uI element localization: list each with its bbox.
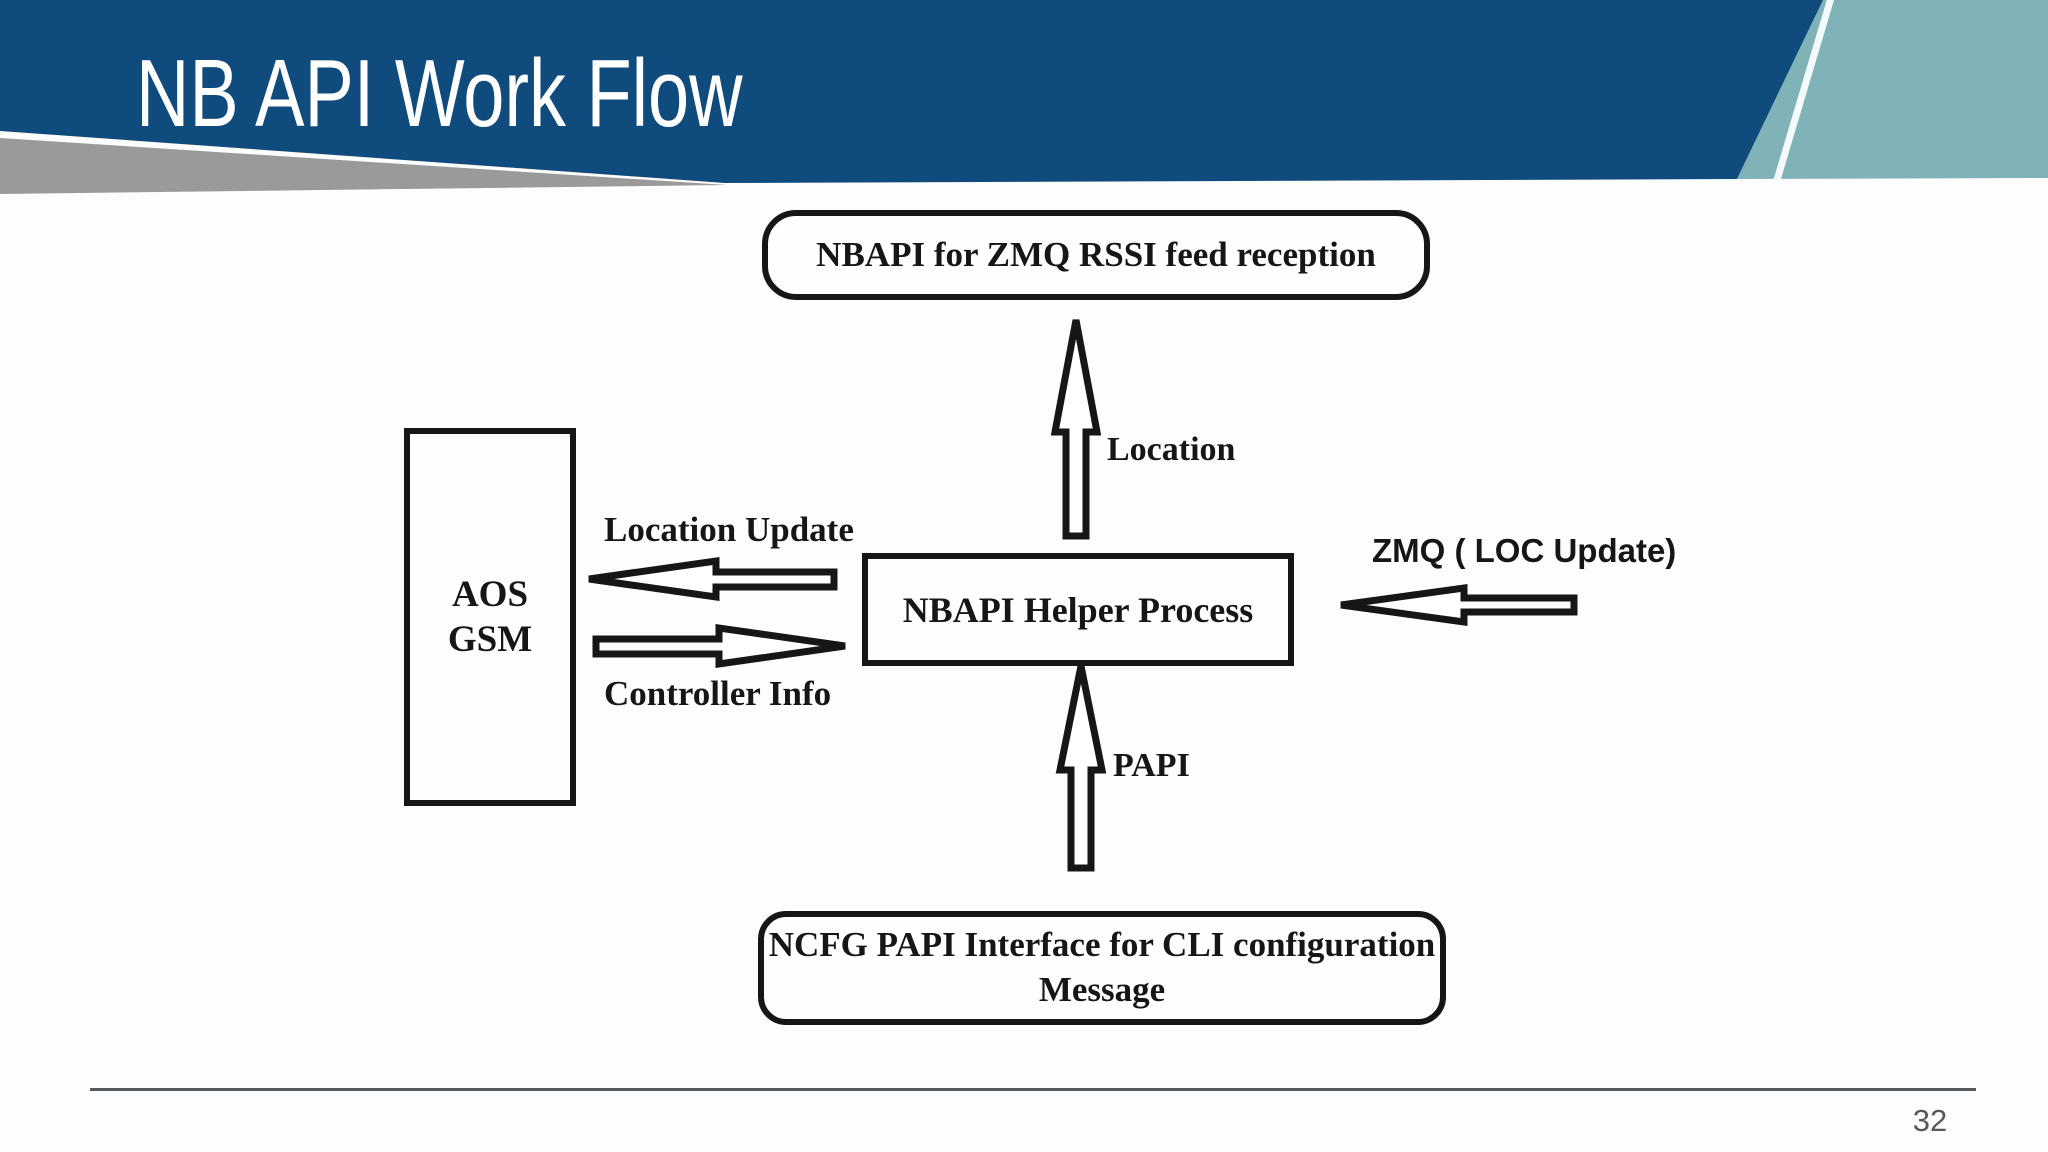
arrow-left-location-update-icon — [588, 556, 838, 602]
node-aos-gsm: AOS GSM — [404, 428, 576, 806]
footer-divider — [90, 1088, 1976, 1091]
header-blue-band — [0, 0, 1823, 183]
node-aos-gsm-line2: GSM — [447, 619, 533, 660]
node-aos-gsm-line1: AOS — [451, 573, 529, 615]
arrow-left-zmq-icon — [1340, 583, 1578, 627]
edge-label-location-update: Location Update — [604, 510, 854, 549]
node-zmq-rssi-reception: NBAPI for ZMQ RSSI feed reception — [762, 210, 1430, 300]
node-ncfg-papi-interface-line1: NCFG PAPI Interface for CLI configuratio… — [768, 925, 1436, 965]
edge-label-location: Location — [1107, 431, 1236, 468]
header-grey-wedge — [0, 138, 727, 194]
arrow-up-location-icon — [1050, 319, 1102, 540]
header-diagonal-line — [1773, 0, 1835, 181]
edge-label-controller-info: Controller Info — [604, 674, 832, 713]
arrow-up-papi-icon — [1055, 665, 1107, 872]
page-title: NB API Work Flow — [136, 40, 743, 147]
node-zmq-rssi-reception-label: NBAPI for ZMQ RSSI feed reception — [816, 235, 1376, 274]
arrow-right-controller-info-icon — [592, 623, 846, 669]
header-banner — [0, 0, 2048, 194]
node-ncfg-papi-interface-line2: Message — [1038, 970, 1166, 1009]
edge-label-zmq-loc-update: ZMQ ( LOC Update) — [1372, 532, 1677, 569]
edge-label-papi: PAPI — [1113, 747, 1190, 784]
page-number: 32 — [1912, 1103, 1948, 1138]
node-nbapi-helper-process: NBAPI Helper Process — [862, 553, 1294, 666]
node-nbapi-helper-process-label: NBAPI Helper Process — [902, 589, 1254, 630]
node-ncfg-papi-interface: NCFG PAPI Interface for CLI configuratio… — [758, 911, 1446, 1025]
